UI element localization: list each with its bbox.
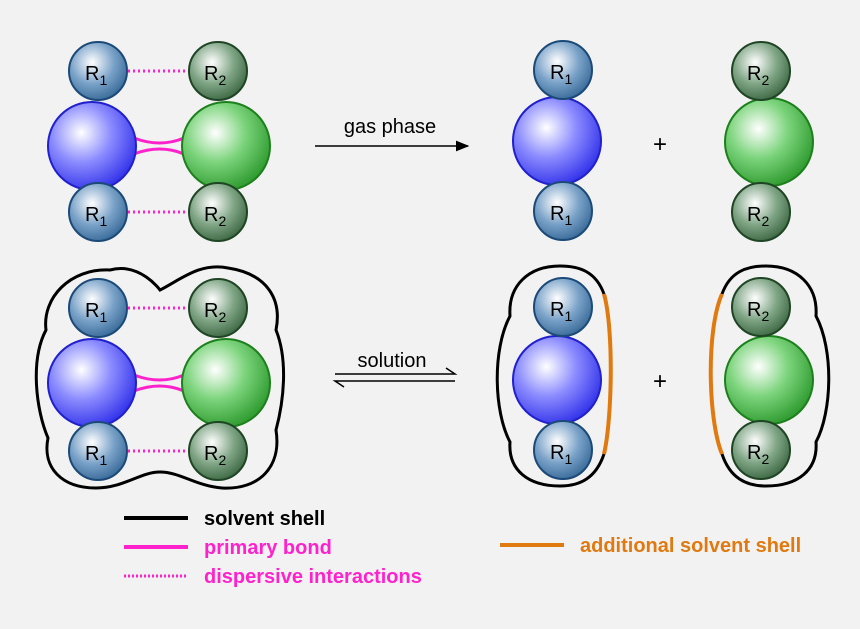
gas-monomer-blue: R1 R1 <box>512 40 602 241</box>
additional-solvent-shell <box>708 293 724 455</box>
r1-sphere <box>533 181 593 241</box>
solution-dimer: R1 R2 R1 R2 <box>34 265 286 490</box>
plus-sign: + <box>653 131 667 158</box>
additional-solvent-shell <box>602 293 613 455</box>
r1-sphere <box>68 41 128 101</box>
r1-sphere <box>533 277 593 337</box>
r2-label: R2 <box>204 443 226 468</box>
r2-label: R2 <box>747 299 769 324</box>
r1-label: R1 <box>85 204 107 229</box>
gas-monomer-green: R2 R2 <box>724 41 814 242</box>
blue-sphere <box>512 335 602 425</box>
legend-label-dispersive: dispersive interactions <box>204 566 422 588</box>
r2-sphere <box>731 277 791 337</box>
r2-sphere <box>731 420 791 480</box>
gas-phase-label: gas phase <box>344 116 436 138</box>
r2-sphere <box>731 41 791 101</box>
primary-bond <box>133 136 185 156</box>
r2-label: R2 <box>204 63 226 88</box>
gas-phase-arrow: gas phase <box>315 116 470 152</box>
green-sphere <box>181 338 271 428</box>
solvent-shell <box>720 264 831 488</box>
solution-monomer-green: R2 R2 <box>708 264 831 488</box>
legend-label-solvent-shell: solvent shell <box>204 508 325 530</box>
legend-label-primary-bond: primary bond <box>204 537 332 559</box>
legend-label-additional-shell: additional solvent shell <box>580 535 801 557</box>
r1-label: R1 <box>85 443 107 468</box>
r1-label: R1 <box>550 203 572 228</box>
solvent-shell <box>34 265 286 490</box>
r1-sphere <box>68 278 128 338</box>
r2-label: R2 <box>747 204 769 229</box>
r2-label: R2 <box>204 300 226 325</box>
legend: solvent shell primary bond dispersive in… <box>124 508 801 588</box>
r2-sphere <box>188 182 248 242</box>
blue-sphere <box>47 338 137 428</box>
green-sphere <box>724 335 814 425</box>
equilibrium-arrow: solution <box>332 350 458 388</box>
green-sphere <box>724 97 814 187</box>
primary-bond <box>133 373 185 393</box>
r1-sphere <box>68 421 128 481</box>
blue-sphere <box>512 96 602 186</box>
r2-sphere <box>188 41 248 101</box>
r2-sphere <box>188 421 248 481</box>
r1-label: R1 <box>550 299 572 324</box>
r1-label: R1 <box>550 62 572 87</box>
r1-sphere <box>68 182 128 242</box>
green-sphere <box>181 101 271 191</box>
r1-sphere <box>533 420 593 480</box>
blue-sphere <box>47 101 137 191</box>
r1-label: R1 <box>85 300 107 325</box>
r2-sphere <box>188 278 248 338</box>
solution-label: solution <box>358 350 427 372</box>
r2-label: R2 <box>747 63 769 88</box>
r2-label: R2 <box>204 204 226 229</box>
r1-sphere <box>533 40 593 100</box>
r1-label: R1 <box>85 63 107 88</box>
gas-dimer: R1 R2 R1 R2 <box>47 41 271 242</box>
solvent-shell <box>495 264 606 488</box>
r2-label: R2 <box>747 442 769 467</box>
plus-sign: + <box>653 368 667 395</box>
r2-sphere <box>731 182 791 242</box>
r1-label: R1 <box>550 442 572 467</box>
solution-monomer-blue: R1 R1 <box>495 264 613 488</box>
